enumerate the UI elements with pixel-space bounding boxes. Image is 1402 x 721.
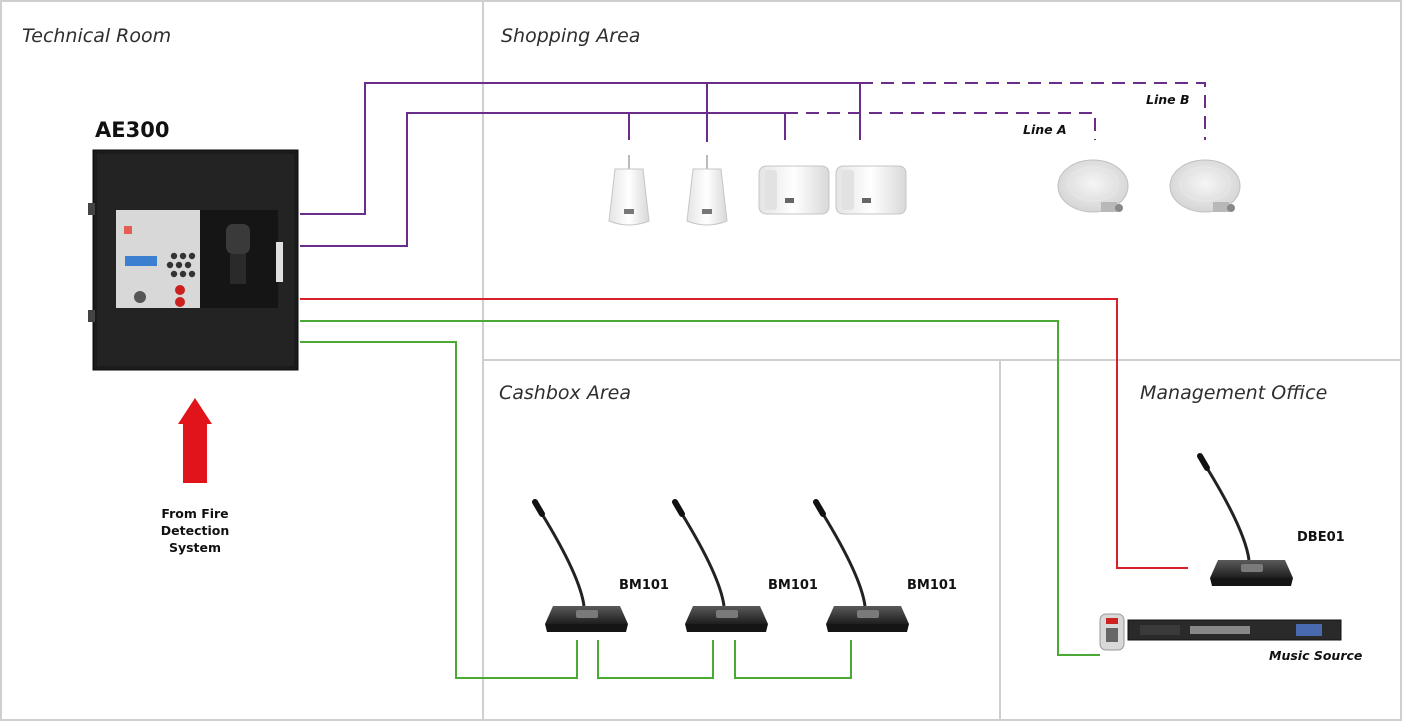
shopping-area-label: Shopping Area [501,25,640,47]
music-source-unit: Music Source [1099,613,1362,663]
fire-arrow-icon [178,398,212,483]
ceiling-speaker-icon [1169,159,1241,213]
mic-chain-cable-2 [597,640,714,679]
bm101-label-3: BM101 [907,578,957,593]
microphone-icon [1200,456,1293,586]
cashbox-area-label: Cashbox Area [499,382,631,404]
line-a-dashed [785,112,1096,140]
ae300-unit: AE300 [88,118,299,371]
microphone-icon [816,502,909,632]
line-b-dashed [860,82,1206,140]
line-a-cable [300,112,785,247]
green-wiring [300,320,1100,679]
speaker-wiring [300,82,1206,247]
management-office-label: Management Office [1140,382,1327,404]
line-b-cable [300,82,860,215]
mic-chain-cable-3 [734,640,852,679]
fire-label-1: From Fire [161,506,228,521]
dbe01-label: DBE01 [1297,530,1345,545]
ceiling-speaker-icon [1057,159,1129,213]
fire-label-3: System [169,540,221,555]
microphone-icon [535,502,628,632]
lcd-display [125,256,157,266]
box-speaker-icon [758,165,830,215]
ae300-label: AE300 [95,118,169,142]
line-b-label: Line B [1146,92,1190,107]
pendant-speaker-icon [608,154,650,226]
bm101-label-2: BM101 [768,578,818,593]
bm101-label-1: BM101 [619,578,669,593]
line-a-label: Line A [1023,122,1067,137]
microphone-icon [675,502,768,632]
box-speaker-icon [835,165,907,215]
red-cable [300,298,1188,569]
fireman-mic [226,224,250,254]
technical-room-label: Technical Room [22,25,171,47]
music-source-label: Music Source [1269,648,1362,663]
pendant-speaker-icon [686,154,728,226]
music-source-cable [300,320,1100,656]
mic-chain-cable-1 [300,341,578,679]
fire-label-2: Detection [161,523,229,538]
